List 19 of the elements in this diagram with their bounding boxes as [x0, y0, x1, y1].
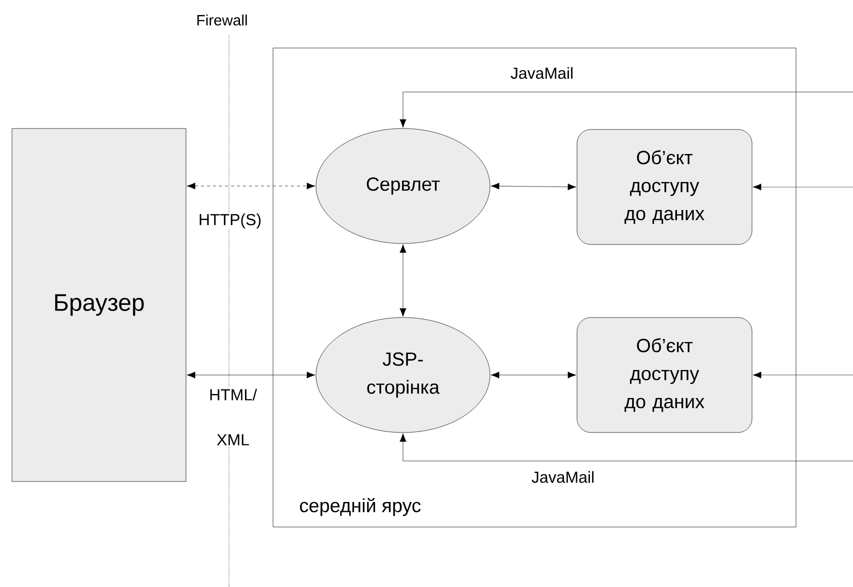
- arrow: [490, 372, 576, 378]
- arrow: [186, 372, 316, 378]
- arrow: [752, 184, 853, 190]
- edge-label: HTML/ XML: [202, 388, 264, 446]
- tier-label: середній ярус: [300, 498, 421, 516]
- object-box: Об’єкт доступу до даних: [576, 317, 752, 433]
- edge-label: JavaMail: [530, 470, 596, 484]
- arrow: [752, 372, 853, 378]
- arrow: [400, 92, 853, 128]
- browser-box: Браузер: [12, 128, 186, 482]
- edge-label: HTTP(S): [197, 212, 263, 230]
- object-box: Об’єкт доступу до даних: [576, 129, 752, 245]
- arrow: [186, 182, 316, 190]
- firewall-label: Firewall: [197, 14, 247, 26]
- arrow: [400, 244, 406, 317]
- tier-frame: [272, 48, 796, 528]
- arrow: [490, 182, 576, 190]
- edge-label: JavaMail: [509, 66, 575, 80]
- arrow: [400, 433, 853, 462]
